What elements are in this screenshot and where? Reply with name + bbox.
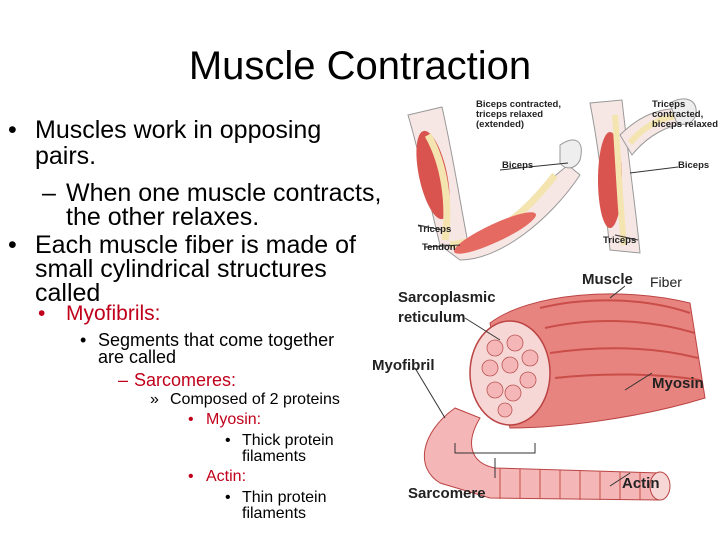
leader-line xyxy=(417,224,443,231)
bullet-text: the other relaxes. xyxy=(66,203,260,231)
right-biceps-label: Biceps xyxy=(678,160,710,171)
left-caption-line: triceps relaxed xyxy=(476,109,544,120)
bullet-text: filaments xyxy=(242,505,307,522)
myosin-label: Myosin xyxy=(652,375,704,392)
bullet-text: called xyxy=(35,279,101,307)
sarcoplasmic-reticulum-label: reticulum xyxy=(398,309,466,326)
extended-arm-drawing xyxy=(589,98,697,254)
arm-muscles-figure: Biceps contracted, triceps relaxed (exte… xyxy=(400,95,720,265)
bullet-marker: • xyxy=(225,432,231,449)
bullet-text: Thin protein xyxy=(242,489,327,506)
right-triceps-label: Triceps xyxy=(603,235,637,246)
flexed-arm-drawing xyxy=(407,106,582,261)
right-caption-line: biceps relaxed xyxy=(652,119,719,130)
bullet-text: When one muscle contracts, xyxy=(66,179,382,207)
muscle-structure-illustration xyxy=(414,285,706,501)
bullet-text: filaments xyxy=(242,448,307,465)
leader-line xyxy=(499,162,569,171)
bullet-marker: • xyxy=(225,489,231,506)
bullet-marker: » xyxy=(150,391,159,408)
leader-line xyxy=(614,234,639,241)
bullet-text: are called xyxy=(98,347,177,367)
dash-marker: – xyxy=(42,179,56,207)
bullet-marker: • xyxy=(8,116,17,144)
actin-label: Actin xyxy=(622,475,660,492)
leader-line xyxy=(629,166,679,174)
bullet-text: Each muscle fiber is made of xyxy=(35,231,356,259)
bullet-text: small cylindrical structures xyxy=(35,255,327,283)
left-tendon-label: Tendon xyxy=(422,242,456,253)
fiber-label: Fiber xyxy=(650,274,682,290)
bullet-marker: • xyxy=(188,468,194,485)
muscle-label: Muscle xyxy=(582,271,633,288)
left-biceps-label: Biceps xyxy=(502,160,534,171)
sarcomere-label: Sarcomere xyxy=(408,485,486,502)
bullet-text: Sarcomeres: xyxy=(134,370,237,390)
bullet-marker: • xyxy=(38,302,46,325)
myofibril-strand xyxy=(424,407,661,501)
myofibril-label: Myofibril xyxy=(372,357,435,374)
right-caption-line: contracted, xyxy=(652,109,704,120)
bullet-text: Thick protein xyxy=(242,432,334,449)
bullet-text: Actin: xyxy=(206,468,247,485)
muscle-structure-figure: Muscle Fiber Sarcoplasmic reticulum Myof… xyxy=(360,268,720,540)
slide-title: Muscle Contraction xyxy=(188,44,532,88)
sarcomere-bracket xyxy=(454,443,536,454)
arm-muscles-illustration xyxy=(407,98,697,261)
left-triceps-label: Triceps xyxy=(418,224,452,235)
right-caption-line: Triceps xyxy=(652,99,686,110)
bullet-text: Myosin: xyxy=(206,411,262,428)
left-caption-line: (extended) xyxy=(476,119,525,130)
dash-marker: – xyxy=(118,370,129,390)
bullet-text: Myofibrils: xyxy=(66,302,161,325)
bullet-text: Muscles work in opposing xyxy=(35,116,322,144)
bullet-marker: • xyxy=(8,231,17,259)
sarcoplasmic-reticulum-label: Sarcoplasmic xyxy=(398,289,496,306)
bullet-text: Segments that come together xyxy=(98,330,335,350)
leader-line xyxy=(424,244,461,248)
left-caption-line: Biceps contracted, xyxy=(476,99,561,110)
bullet-text: Composed of 2 proteins xyxy=(170,391,340,408)
bullet-text: pairs. xyxy=(35,142,97,170)
bullet-marker: • xyxy=(80,330,87,350)
bullet-marker: • xyxy=(188,411,194,428)
